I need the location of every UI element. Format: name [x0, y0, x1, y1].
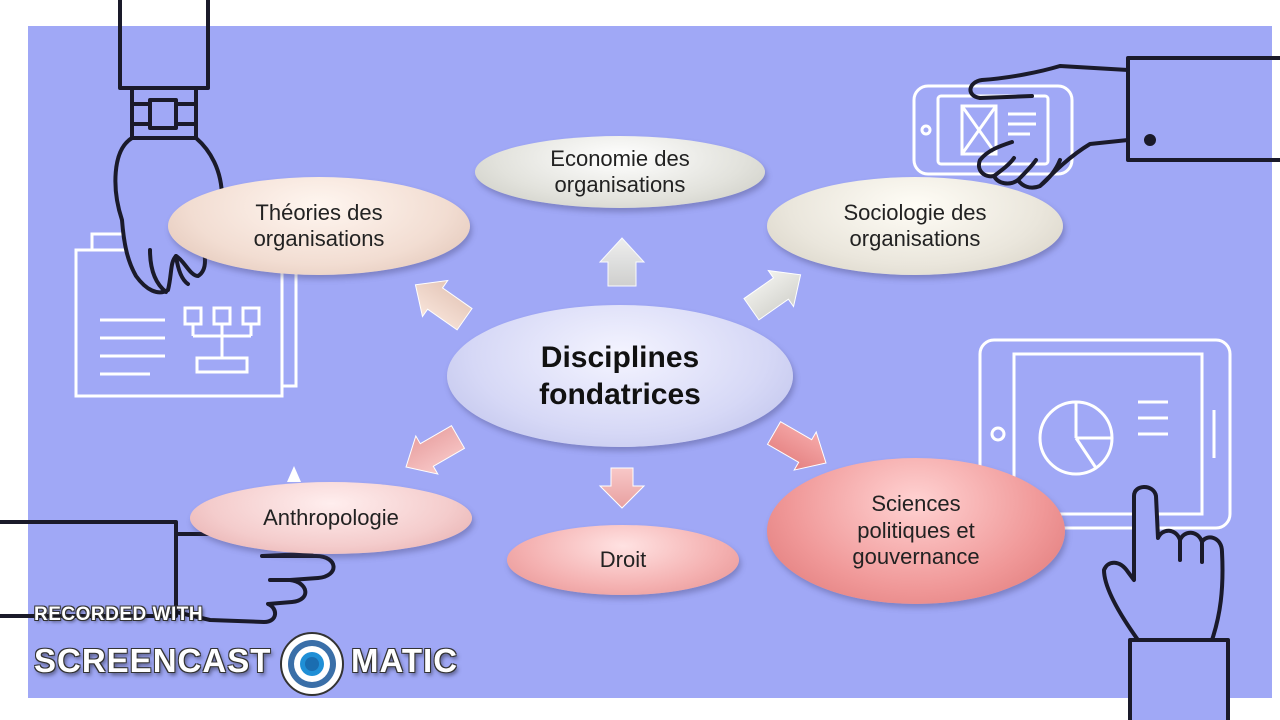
node-label-line: Théories des — [255, 199, 383, 225]
node-label-line: organisations — [554, 172, 686, 197]
node-label-line: Anthropologie — [263, 504, 399, 530]
small-up-arrow-icon — [287, 466, 301, 482]
arrow-to-sciences — [766, 421, 827, 471]
hand-pointing-icon — [1102, 485, 1230, 720]
node-label-line: organisations — [253, 226, 385, 251]
node-label-line: Sciences — [871, 491, 961, 517]
node-label-line: Economie des — [550, 145, 690, 171]
arrow-to-sociologie — [743, 269, 802, 321]
arrow-to-economie — [598, 237, 646, 287]
arrow-to-theories — [414, 279, 473, 331]
hand-smartphone-icon — [968, 56, 1280, 190]
node-label-line: Sociologie des — [843, 199, 987, 225]
node-label-line: organisations — [849, 226, 981, 251]
node-droit: Droit — [507, 525, 739, 595]
node-anthropologie: Anthropologie — [190, 482, 472, 554]
screencast-matic-watermark: RECORDED WITH SCREENCAST MATIC — [34, 604, 474, 704]
arrow-to-anthropologie — [405, 425, 466, 475]
node-label-line: Disciplines — [540, 340, 700, 374]
node-label-line: Droit — [599, 546, 647, 572]
watermark-recorded-with: RECORDED WITH — [34, 604, 204, 625]
node-label-line: gouvernance — [852, 544, 980, 570]
watermark-brand-right: MATIC — [351, 642, 459, 679]
arrow-to-droit — [598, 467, 646, 509]
screencast-logo-icon — [280, 632, 344, 696]
tablet-pie-chart-icon — [978, 338, 1232, 530]
watermark-brand-left: SCREENCAST — [34, 642, 272, 679]
node-disciplines-fondatrices: Disciplines fondatrices — [447, 305, 793, 447]
node-label-line: fondatrices — [539, 378, 701, 411]
node-label-line: politiques et — [857, 517, 975, 543]
smartphone-icon — [912, 84, 1074, 176]
